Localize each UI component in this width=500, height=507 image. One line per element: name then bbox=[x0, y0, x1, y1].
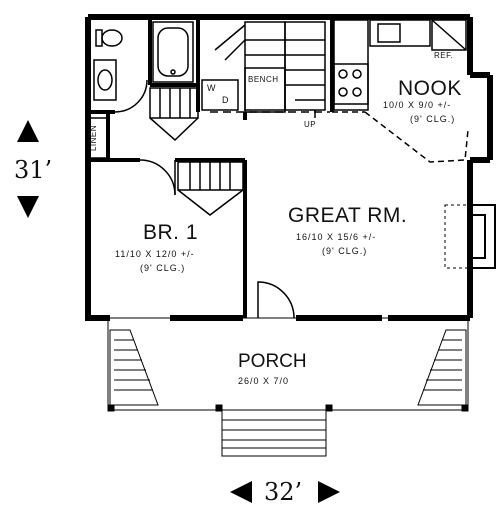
great-room-label: GREAT RM. bbox=[288, 204, 408, 227]
arrow-left-icon bbox=[230, 481, 252, 503]
porch-label: PORCH bbox=[238, 351, 307, 372]
nook-size: 10/0 X 9/0 +/- bbox=[383, 100, 452, 110]
up-label: UP bbox=[304, 120, 317, 129]
porch bbox=[107, 317, 469, 457]
linen-closet bbox=[89, 117, 109, 159]
porch-size: 26/0 X 7/0 bbox=[238, 376, 290, 386]
linen-label: LINEN bbox=[89, 124, 99, 152]
nook-label: NOOK bbox=[398, 77, 462, 100]
arrow-up-icon bbox=[17, 120, 39, 142]
dryer-label: D bbox=[222, 95, 230, 105]
interior-walls bbox=[88, 17, 334, 318]
bench bbox=[244, 67, 286, 113]
dimension-arrows bbox=[17, 120, 340, 503]
doors bbox=[139, 159, 295, 319]
bedroom-ceiling: (9' CLG.) bbox=[140, 263, 186, 273]
washer-dryer bbox=[201, 79, 239, 111]
stair bbox=[210, 21, 330, 118]
bench-label: BENCH bbox=[248, 75, 279, 84]
width-dimension: 32’ bbox=[264, 478, 303, 506]
washer-label: W bbox=[207, 83, 217, 93]
bedroom-size: 11/10 X 12/0 +/- bbox=[115, 249, 195, 259]
nook-ceiling: (9' CLG.) bbox=[410, 114, 456, 124]
bedroom-label: BR. 1 bbox=[143, 221, 199, 244]
bath-fixtures bbox=[93, 21, 194, 113]
porch-railing bbox=[114, 339, 462, 391]
arrow-right-icon bbox=[318, 481, 340, 503]
fireplace bbox=[444, 204, 496, 269]
arrow-down-icon bbox=[17, 196, 39, 218]
closets bbox=[149, 87, 244, 216]
great-room-size: 16/10 X 15/6 +/- bbox=[296, 232, 377, 242]
depth-dimension: 31’ bbox=[14, 156, 53, 184]
ref-label: REF. bbox=[434, 51, 454, 60]
kitchen bbox=[332, 19, 469, 163]
great-room-ceiling: (9' CLG.) bbox=[322, 246, 368, 256]
